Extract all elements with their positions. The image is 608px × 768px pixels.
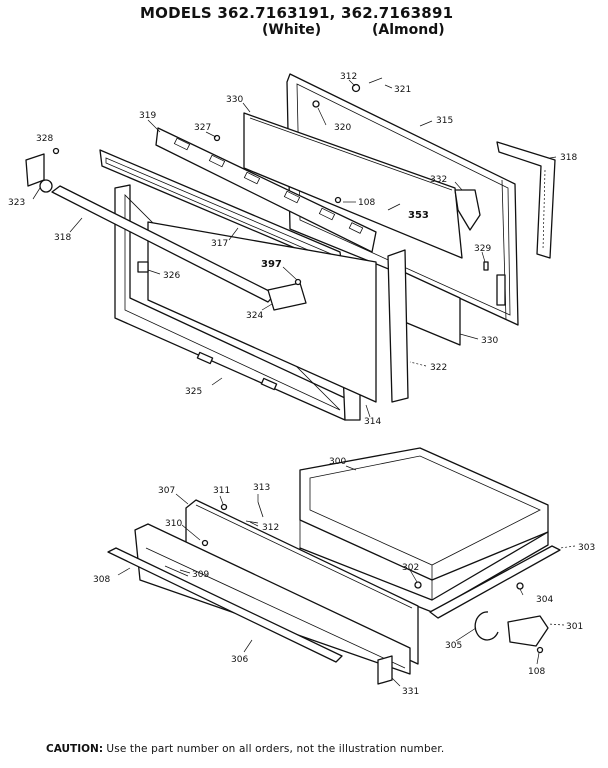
hinge-strip xyxy=(496,274,506,306)
label-325: 325 xyxy=(185,387,202,397)
label-327: 327 xyxy=(194,123,211,133)
label-305: 305 xyxy=(445,641,462,651)
screw-312-top xyxy=(351,83,361,93)
label-310: 310 xyxy=(165,519,182,529)
side-trim-318-right xyxy=(496,141,556,259)
label-315: 315 xyxy=(436,116,453,126)
label-326: 326 xyxy=(163,271,180,281)
door-liner-322 xyxy=(387,249,409,403)
label-303: 303 xyxy=(578,543,595,553)
label-309: 309 xyxy=(192,570,209,580)
screw-397 xyxy=(294,278,302,286)
bracket-320 xyxy=(312,100,320,108)
leader-lines-upper xyxy=(32,79,557,418)
label-317: 317 xyxy=(211,239,228,249)
label-308: 308 xyxy=(93,575,110,585)
label-306: 306 xyxy=(231,655,248,665)
label-397: 397 xyxy=(261,259,282,270)
screw-313 xyxy=(257,501,264,518)
foot-331 xyxy=(377,655,393,685)
label-331: 331 xyxy=(402,687,419,697)
clip-326 xyxy=(137,261,149,273)
caution-label: CAUTION: xyxy=(46,743,104,755)
pin-310 xyxy=(201,539,209,547)
label-329: 329 xyxy=(474,244,491,254)
label-301: 301 xyxy=(566,622,583,632)
bracket-324 xyxy=(267,282,307,311)
hinge-332 xyxy=(454,189,481,231)
label-328: 328 xyxy=(36,134,53,144)
color-white-label: (White) xyxy=(262,22,322,38)
screw-312-lower xyxy=(245,520,259,524)
label-323: 323 xyxy=(8,198,25,208)
trim-308 xyxy=(107,547,343,663)
label-304: 304 xyxy=(536,595,553,605)
color-almond-label: (Almond) xyxy=(372,22,445,38)
drawer-front-306 xyxy=(134,523,411,675)
label-330-lower: 330 xyxy=(481,336,498,346)
label-319: 319 xyxy=(139,111,156,121)
label-318-left: 318 xyxy=(54,233,71,243)
label-322: 322 xyxy=(430,363,447,373)
stop-302 xyxy=(414,581,422,589)
screw-108-lower xyxy=(536,646,544,654)
label-313: 313 xyxy=(253,483,270,493)
label-321: 321 xyxy=(394,85,411,95)
spring-clip-305 xyxy=(474,611,499,641)
label-108-upper: 108 xyxy=(358,198,375,208)
screw-311 xyxy=(220,503,228,511)
label-312-top: 312 xyxy=(340,72,357,82)
screw-328 xyxy=(52,147,60,155)
diagram-title: MODELS 362.7163191, 362.7163891 xyxy=(140,4,454,22)
label-318-right: 318 xyxy=(560,153,577,163)
label-332: 332 xyxy=(430,175,447,185)
spacer-309 xyxy=(164,565,189,577)
bracket-301 xyxy=(507,615,549,647)
control-panel-bracket-319 xyxy=(155,127,377,253)
screw-108-upper xyxy=(334,196,342,204)
label-330-upper: 330 xyxy=(226,95,243,105)
label-307: 307 xyxy=(158,486,175,496)
roller-304 xyxy=(516,582,524,590)
drawer-body-300 xyxy=(299,447,549,613)
label-324: 324 xyxy=(246,311,263,321)
label-314: 314 xyxy=(364,417,381,427)
screw-353 xyxy=(387,203,401,211)
label-320: 320 xyxy=(334,123,351,133)
clip-329 xyxy=(483,261,489,271)
leader-lines-lower xyxy=(117,465,576,687)
label-108-lower: 108 xyxy=(528,667,545,677)
label-302: 302 xyxy=(402,563,419,573)
caution-note: CAUTION: Use the part number on all orde… xyxy=(46,743,444,755)
label-300: 300 xyxy=(329,457,346,467)
end-cap-323 xyxy=(25,153,53,193)
exploded-parts-diagram: 312 321 330 315 319 320 327 328 318 323 … xyxy=(8,72,595,697)
label-353: 353 xyxy=(408,210,429,221)
label-312-lower: 312 xyxy=(262,523,279,533)
label-311: 311 xyxy=(213,486,230,496)
slide-rail-303 xyxy=(429,545,561,619)
screw-321 xyxy=(368,77,383,84)
caution-text: Use the part number on all orders, not t… xyxy=(106,743,445,755)
window-glass-330 xyxy=(243,112,463,259)
